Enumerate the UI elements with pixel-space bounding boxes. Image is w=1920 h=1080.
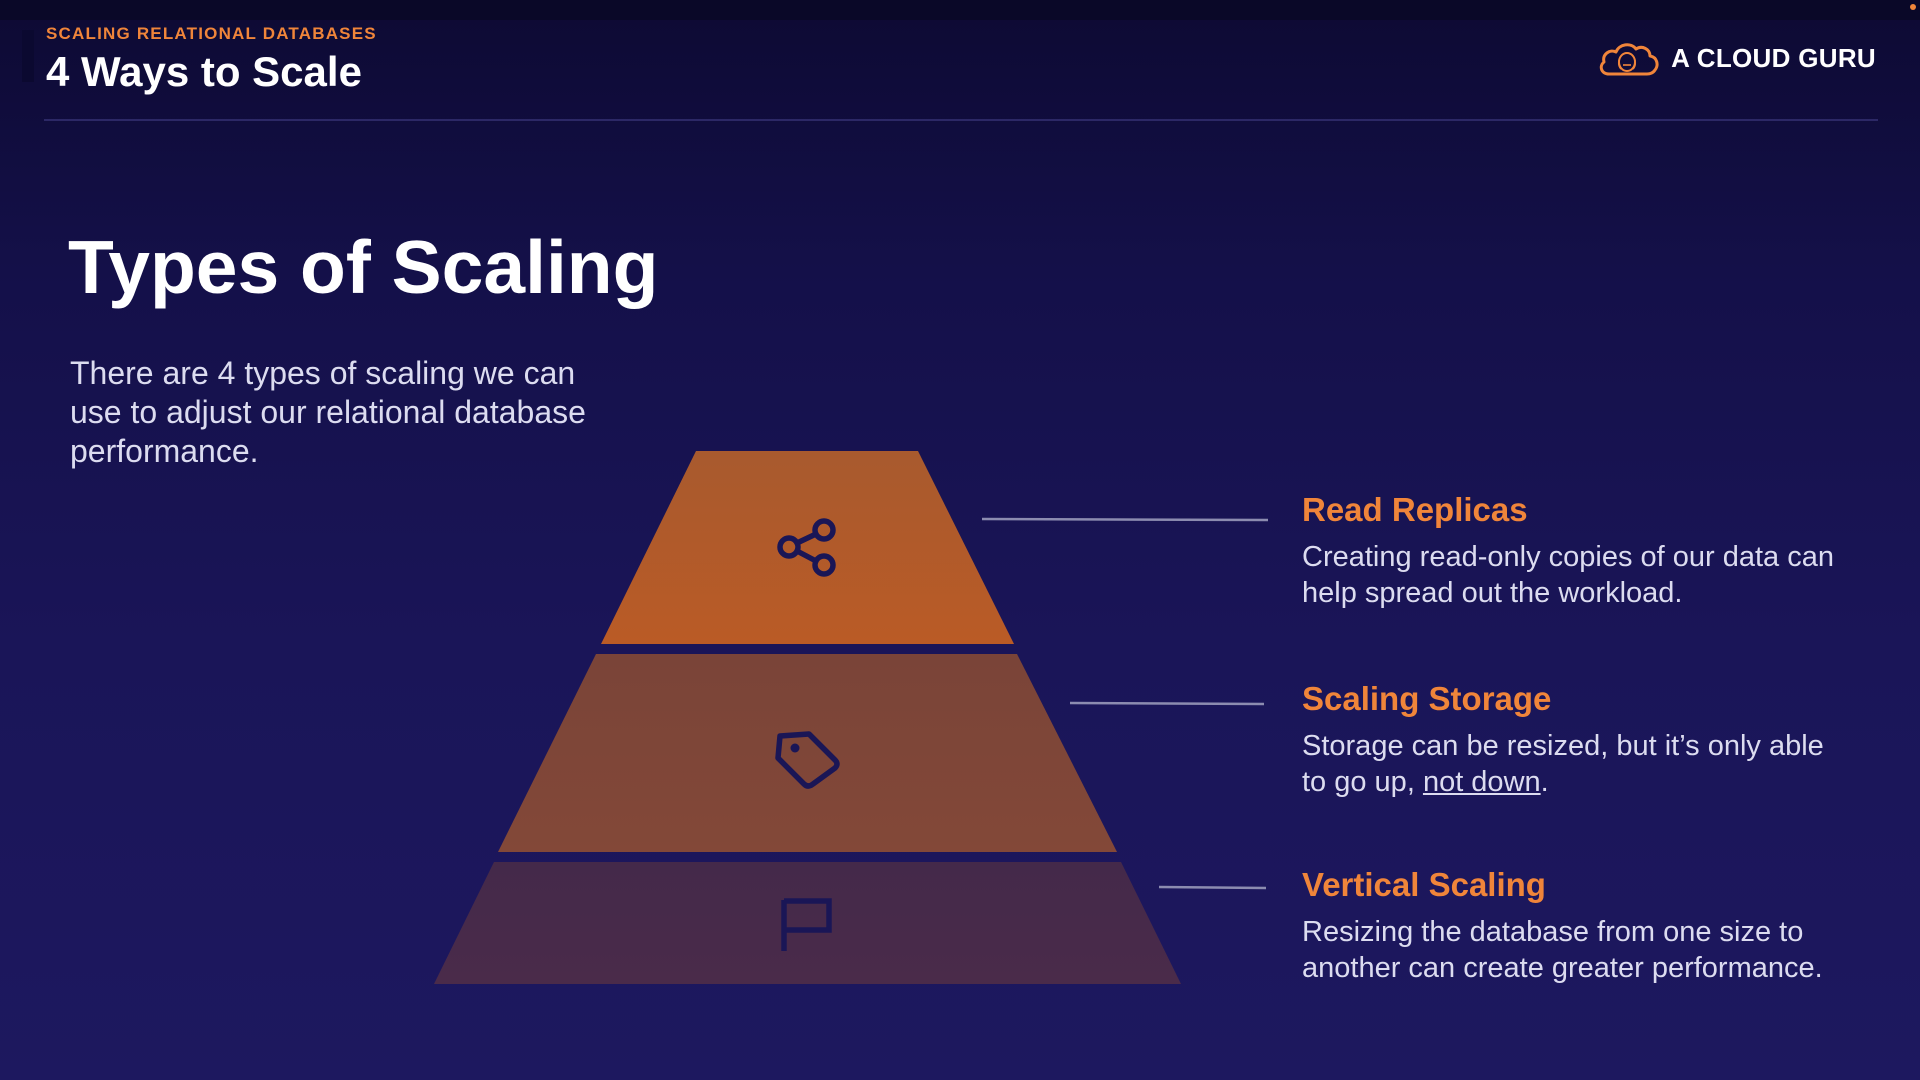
slide-title: Types of Scaling — [68, 225, 659, 309]
header-title: 4 Ways to Scale — [46, 48, 362, 95]
tier-label-scaling-storage: Scaling Storage Storage can be resized, … — [1302, 680, 1842, 800]
cloud-logo-icon — [1599, 43, 1659, 76]
brand-name: A CLOUD GURU — [1671, 42, 1876, 73]
tier-title-scaling-storage: Scaling Storage — [1302, 680, 1552, 717]
connector-line-read-replicas — [981, 517, 1269, 522]
brand-logo: A CLOUD GURU — [1597, 38, 1876, 78]
top-strip — [0, 0, 1920, 20]
tier-title-vertical-scaling: Vertical Scaling — [1302, 866, 1546, 903]
tag-icon — [775, 731, 840, 789]
tier-desc-scaling-storage-end: . — [1540, 766, 1549, 798]
corner-dot — [1910, 4, 1916, 10]
header-accent — [22, 30, 34, 82]
section-eyebrow: SCALING RELATIONAL DATABASES — [46, 24, 377, 43]
tier-title-read-replicas: Read Replicas — [1302, 491, 1528, 528]
tier-desc-read-replicas: Creating read-only copies of our data ca… — [1302, 541, 1834, 609]
header-divider — [44, 119, 1878, 121]
tier-desc-scaling-storage-main: Storage can be resized, but it’s only ab… — [1302, 730, 1824, 798]
tier-desc-scaling-storage: Storage can be resized, but it’s only ab… — [1302, 728, 1842, 800]
tier-label-read-replicas: Read Replicas Creating read-only copies … — [1302, 491, 1842, 611]
pyramid-tier-scaling-storage — [498, 654, 1117, 852]
connector-line-scaling-storage — [1069, 701, 1265, 706]
flag-icon — [781, 898, 832, 951]
intro-text: There are 4 types of scaling we can use … — [70, 355, 586, 469]
tier-desc-vertical-scaling: Resizing the database from one size to a… — [1302, 916, 1823, 984]
pyramid-tier-vertical-scaling — [434, 862, 1181, 984]
not-down-emphasis: not down — [1422, 766, 1541, 798]
connector-line-vertical-scaling — [1158, 885, 1267, 890]
share-icon — [777, 518, 836, 577]
tier-label-vertical-scaling: Vertical Scaling Resizing the database f… — [1302, 866, 1842, 986]
pyramid-tier-read-replicas — [601, 451, 1014, 644]
